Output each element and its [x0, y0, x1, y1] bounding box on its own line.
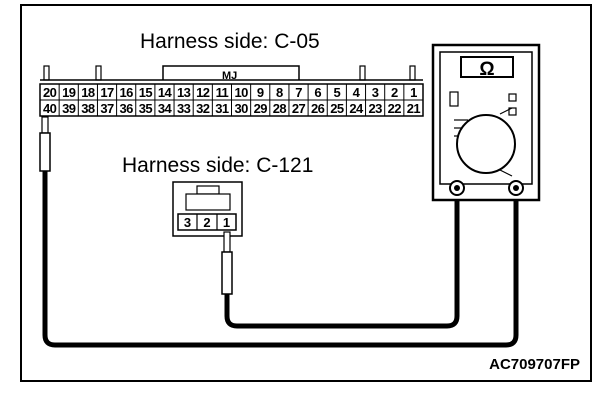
meter-dial [456, 114, 516, 174]
pin-c05-2: 2 [391, 85, 398, 100]
connector-c121-key [185, 193, 231, 211]
pin-c05-3: 3 [372, 85, 379, 100]
pin-c05-20: 20 [43, 85, 57, 100]
latch-tab [43, 65, 50, 81]
pin-c05-35: 35 [139, 101, 153, 116]
pin-c05-25: 25 [330, 101, 344, 116]
pin-c05-8: 8 [276, 85, 283, 100]
pin-c05-28: 28 [273, 101, 287, 116]
meter-display [460, 56, 514, 78]
pin-c05-26: 26 [311, 101, 325, 116]
latch-tab [95, 65, 102, 81]
connector-c121-lock [196, 185, 220, 195]
latch-tab [409, 65, 416, 81]
lead-wire-c121 [224, 192, 460, 329]
diagram-frame [20, 4, 592, 382]
connector-key [162, 65, 300, 80]
pin-c05-5: 5 [334, 85, 341, 100]
ohmmeter: Ω [431, 43, 541, 202]
pin-c05-24: 24 [349, 101, 364, 116]
test-leads [39, 116, 519, 348]
pin-c05-15: 15 [139, 85, 153, 100]
pin-c05-12: 12 [196, 85, 210, 100]
pin-c05-34: 34 [158, 101, 173, 116]
pin-c05-21: 21 [407, 101, 421, 116]
pin-c05-27: 27 [292, 101, 306, 116]
pin-c05-1: 1 [410, 85, 417, 100]
pin-c05-29: 29 [254, 101, 268, 116]
pin-c05-4: 4 [353, 85, 361, 100]
pin-c05-39: 39 [62, 101, 76, 116]
pin-c121-1: 1 [223, 215, 230, 230]
pin-c05-10: 10 [234, 85, 248, 100]
pin-c05-22: 22 [388, 101, 402, 116]
pin-c05-7: 7 [295, 85, 302, 100]
pin-c05-19: 19 [62, 85, 76, 100]
pin-c121-2: 2 [203, 215, 210, 230]
pin-c05-9: 9 [257, 85, 264, 100]
pin-c05-36: 36 [120, 101, 134, 116]
probe-tip-c121 [223, 231, 231, 253]
connector-c121: 3 2 1 [172, 181, 243, 237]
meter-indicator [508, 93, 517, 102]
pin-c121-3: 3 [184, 215, 191, 230]
latch-tab [359, 65, 366, 81]
pin-c05-40: 40 [43, 101, 57, 116]
pin-c05-23: 23 [368, 101, 382, 116]
pin-c05-11: 11 [216, 85, 229, 100]
pin-c05-37: 37 [100, 101, 114, 116]
connector-key-label: MJ [222, 70, 237, 82]
pin-c05-13: 13 [177, 85, 191, 100]
pin-c05-32: 32 [196, 101, 210, 116]
meter-indicator [508, 107, 517, 116]
ohm-symbol: Ω [479, 59, 494, 80]
pin-c05-16: 16 [120, 85, 134, 100]
pin-c05-17: 17 [100, 85, 114, 100]
meter-switch [449, 91, 459, 107]
harness-c121-label: Harness side: C-121 [122, 154, 313, 177]
lead-wire-c05 [42, 171, 519, 348]
probe-tip-c05 [41, 116, 49, 134]
pin-c05-33: 33 [177, 101, 191, 116]
pin-c05-6: 6 [314, 85, 321, 100]
harness-c05-label: Harness side: C-05 [140, 30, 320, 53]
pin-c05-18: 18 [81, 85, 95, 100]
pin-c05-31: 31 [215, 101, 229, 116]
probe-body-c05 [39, 132, 51, 172]
pin-c05-14: 14 [158, 85, 173, 100]
pin-c05-38: 38 [81, 101, 95, 116]
figure-code: AC709707FP [489, 356, 580, 373]
probe-body-c121 [221, 251, 233, 295]
pin-c05-30: 30 [234, 101, 248, 116]
